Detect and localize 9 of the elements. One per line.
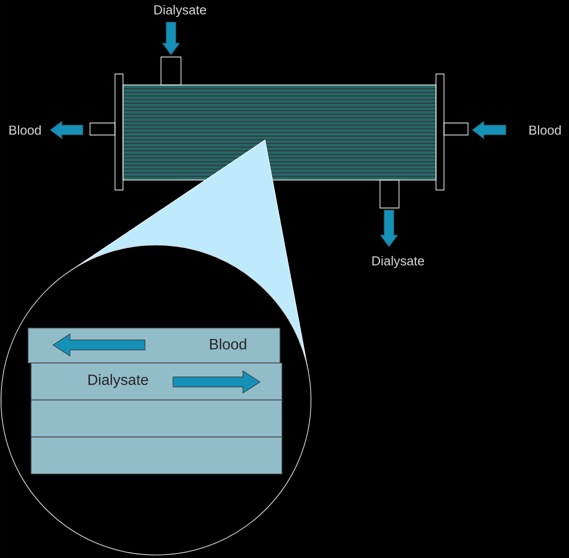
layer-band (30, 400, 282, 438)
layer-label: Blood (210, 338, 246, 350)
flow-label: Dialysate (154, 4, 206, 18)
layer-label: Dialysate (88, 374, 148, 388)
flow-label: Blood (10, 125, 41, 135)
flow-label: Blood (530, 125, 561, 135)
layer-band (30, 436, 282, 474)
flow-label: Dialysate (372, 256, 424, 268)
layer-band (30, 362, 282, 400)
